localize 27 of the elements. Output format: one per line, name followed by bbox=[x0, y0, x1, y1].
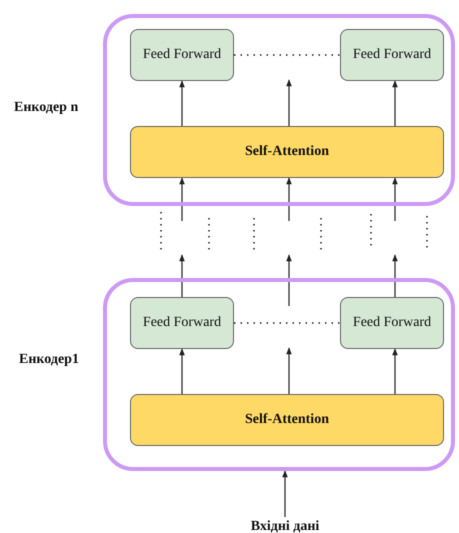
block-label: Feed Forward bbox=[352, 315, 432, 331]
arrow bbox=[179, 177, 185, 221]
encoder-heading: Енкодер n bbox=[14, 100, 78, 116]
block-label: Feed Forward bbox=[352, 47, 432, 63]
self-attention-box bbox=[130, 126, 444, 178]
arrow bbox=[392, 80, 398, 126]
arrow bbox=[179, 80, 185, 126]
block-label: Self-Attention bbox=[245, 144, 329, 160]
encoder-heading: Енкодер1 bbox=[19, 352, 79, 368]
block-label: Self-Attention bbox=[245, 412, 329, 428]
feed-forward-box bbox=[130, 29, 234, 81]
feed-forward-box bbox=[340, 297, 444, 349]
feed-forward-box bbox=[130, 297, 234, 349]
arrow bbox=[179, 348, 185, 394]
self-attention-box bbox=[130, 394, 444, 446]
arrow bbox=[286, 177, 292, 221]
arrow bbox=[282, 470, 288, 517]
block-label: Feed Forward bbox=[142, 315, 222, 331]
arrow bbox=[179, 254, 185, 297]
arrow bbox=[392, 348, 398, 394]
block-label: Feed Forward bbox=[142, 47, 222, 63]
arrow bbox=[392, 177, 398, 221]
arrow bbox=[286, 79, 292, 126]
feed-forward-box bbox=[340, 29, 444, 81]
arrow bbox=[392, 254, 398, 297]
input-label: Вхідні дані bbox=[250, 519, 320, 533]
arrow bbox=[286, 347, 292, 394]
